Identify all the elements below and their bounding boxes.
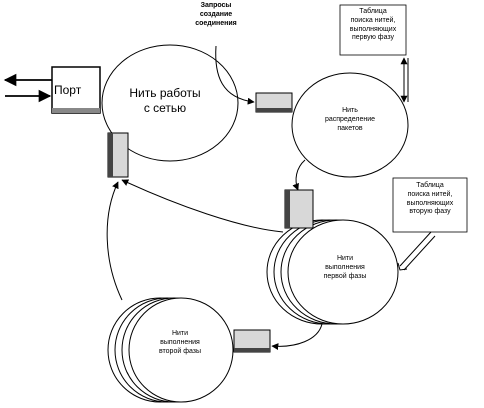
table-note-1: Таблица поиска нитей, выполняющих первую… [340, 8, 406, 43]
phase2-threads-line-1: Нити [171, 330, 189, 337]
phase1-to-phase2-arrow [271, 323, 323, 351]
table-note-2: Таблица поиска нитей, выполняющих вторую… [393, 182, 467, 217]
distribution-thread-line-3: пакетов [337, 124, 363, 132]
phase1-thread-front [287, 219, 399, 325]
distribution-thread-circle [291, 72, 409, 178]
table-note-2-link-head [397, 262, 408, 271]
phase1-threads-line-3: первой фазы [323, 272, 367, 280]
request-note-line-2: создание [199, 10, 233, 18]
distribution-thread-line-1: Нить [342, 107, 358, 114]
port-label: Порт [54, 83, 90, 98]
table-note-2-link [399, 231, 436, 271]
phase1-threads-line-2: выполнения [325, 263, 365, 271]
distribution-queue-block-shadow [256, 108, 292, 112]
phase2-threads-label: Нити выполнения второй фазы [130, 330, 230, 356]
port-queue-block-shadow [108, 133, 113, 177]
table-note-1-line-3: выполняющих [349, 25, 397, 33]
phase2-threads-line-2: выполнения [160, 338, 200, 346]
port-label-text: Порт [54, 83, 82, 97]
network-thread-label: Нить работы с сетью [98, 86, 232, 116]
request-note-line-1: Запросы [200, 2, 232, 9]
phase1-to-network-arrow [121, 179, 284, 233]
table-note-1-line-2: поиска нитей, [350, 16, 396, 24]
table-note-1-line-1: Таблица [359, 8, 387, 15]
network-thread-line-2: с сетью [143, 101, 187, 115]
distribution-to-phase1-arrow [292, 159, 306, 191]
phase2-threads-line-3: второй фазы [158, 347, 202, 355]
table-note-2-line-2: поиска нитей, [407, 190, 453, 198]
phase2-to-port-arrow [106, 181, 123, 301]
request-arrow [215, 45, 255, 105]
phase2-thread-front [128, 297, 234, 403]
phase1-queue-block-shadow [285, 190, 290, 228]
table-note-1-box [339, 4, 407, 56]
table-note-2-box [392, 177, 468, 233]
phase1-threads-line-1: Нити [336, 255, 354, 262]
request-note-line-3: соединения [195, 19, 237, 27]
table-note-2-line-4: вторую фазу [409, 208, 451, 216]
phase1-threads-label: Нити выполнения первой фазы [290, 255, 400, 281]
network-thread-line-1: Нить работы [129, 86, 201, 100]
port-box [51, 66, 101, 114]
phase2-queue-block-shadow [234, 348, 270, 352]
distribution-thread-line-2: распределение [324, 115, 376, 123]
table-note-2-line-1: Таблица [416, 182, 444, 189]
distribution-thread-label: Нить распределение пакетов [295, 107, 405, 133]
table-note-1-line-4: первую фазу [351, 34, 395, 42]
network-thread-circle [101, 44, 239, 162]
port-box-shadow [52, 108, 100, 113]
request-note: Запросы создание соединения [188, 2, 244, 28]
table-note-2-line-3: выполняющих [406, 199, 454, 207]
